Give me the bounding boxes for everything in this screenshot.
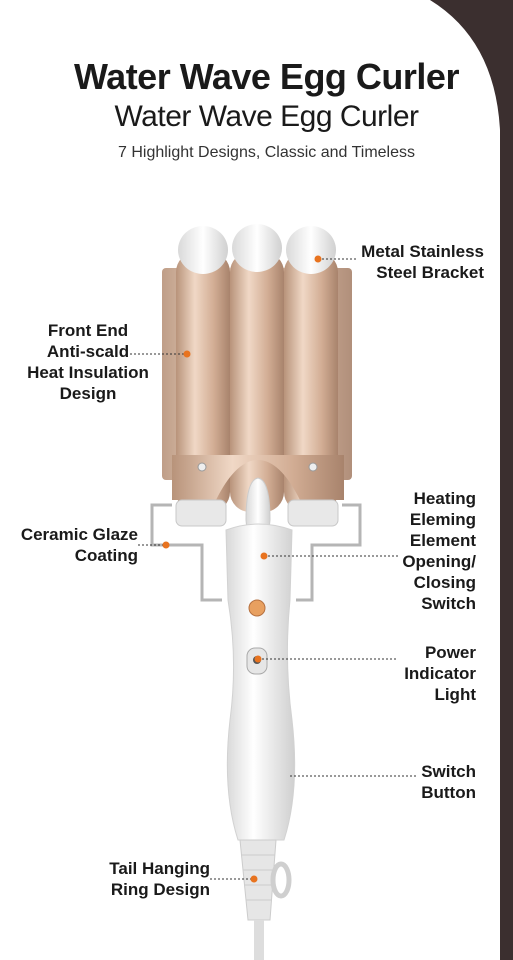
callout-line: Heat Insulation — [27, 363, 149, 382]
callout-line: Light — [434, 685, 476, 704]
callout-line: Metal Stainless — [361, 242, 484, 261]
callout-leaders — [130, 258, 418, 880]
front-clamp — [172, 455, 344, 500]
callout-power: Power Indicator Light — [390, 642, 476, 705]
power-indicator — [248, 599, 266, 617]
callout-line: Anti-scald — [46, 342, 130, 361]
callout-line: Element — [409, 531, 476, 550]
callout-line: Heating — [413, 489, 476, 508]
barrel-left — [176, 226, 230, 512]
callout-line: Design — [59, 384, 117, 403]
callout-line: Switch — [421, 762, 476, 781]
callout-line: Eleming — [409, 510, 476, 529]
callout-ceramic: Ceramic Glaze Coating — [10, 524, 138, 566]
callout-heating: Heating Eleming Element Opening/ Closing… — [390, 488, 476, 614]
callout-line: Switch — [421, 594, 476, 613]
tail-ring — [270, 861, 292, 899]
callout-line: Front End — [47, 321, 129, 340]
callout-dots — [162, 255, 322, 883]
callout-line: Ring Design — [110, 880, 210, 899]
callout-tail: Tail Hanging Ring Design — [90, 858, 210, 900]
callout-line: Button — [421, 783, 476, 802]
callout-bracket: Metal Stainless Steel Bracket — [330, 241, 484, 283]
callout-line: Closing — [413, 573, 476, 592]
handle — [225, 523, 296, 841]
barrel-right — [284, 226, 338, 512]
callout-line: Power — [424, 643, 476, 662]
callout-switch: Switch Button — [400, 761, 476, 803]
callout-front-end: Front End Anti-scald Heat Insulation Des… — [18, 320, 158, 404]
callout-line: Coating — [74, 546, 138, 565]
callout-line: Indicator — [404, 664, 476, 683]
barrel-middle — [230, 224, 284, 512]
page-title-secondary: Water Wave Egg Curler — [114, 100, 419, 133]
callout-line: Tail Hanging — [109, 859, 210, 878]
page-title: Water Wave Egg Curler — [74, 56, 459, 97]
wire-bracket — [150, 503, 222, 602]
page-subtitle: 7 Highlight Designs, Classic and Timeles… — [117, 144, 415, 161]
callout-line: Ceramic Glaze — [20, 525, 138, 544]
callout-line: Opening/ — [402, 552, 476, 571]
callout-line: Steel Bracket — [376, 263, 484, 282]
